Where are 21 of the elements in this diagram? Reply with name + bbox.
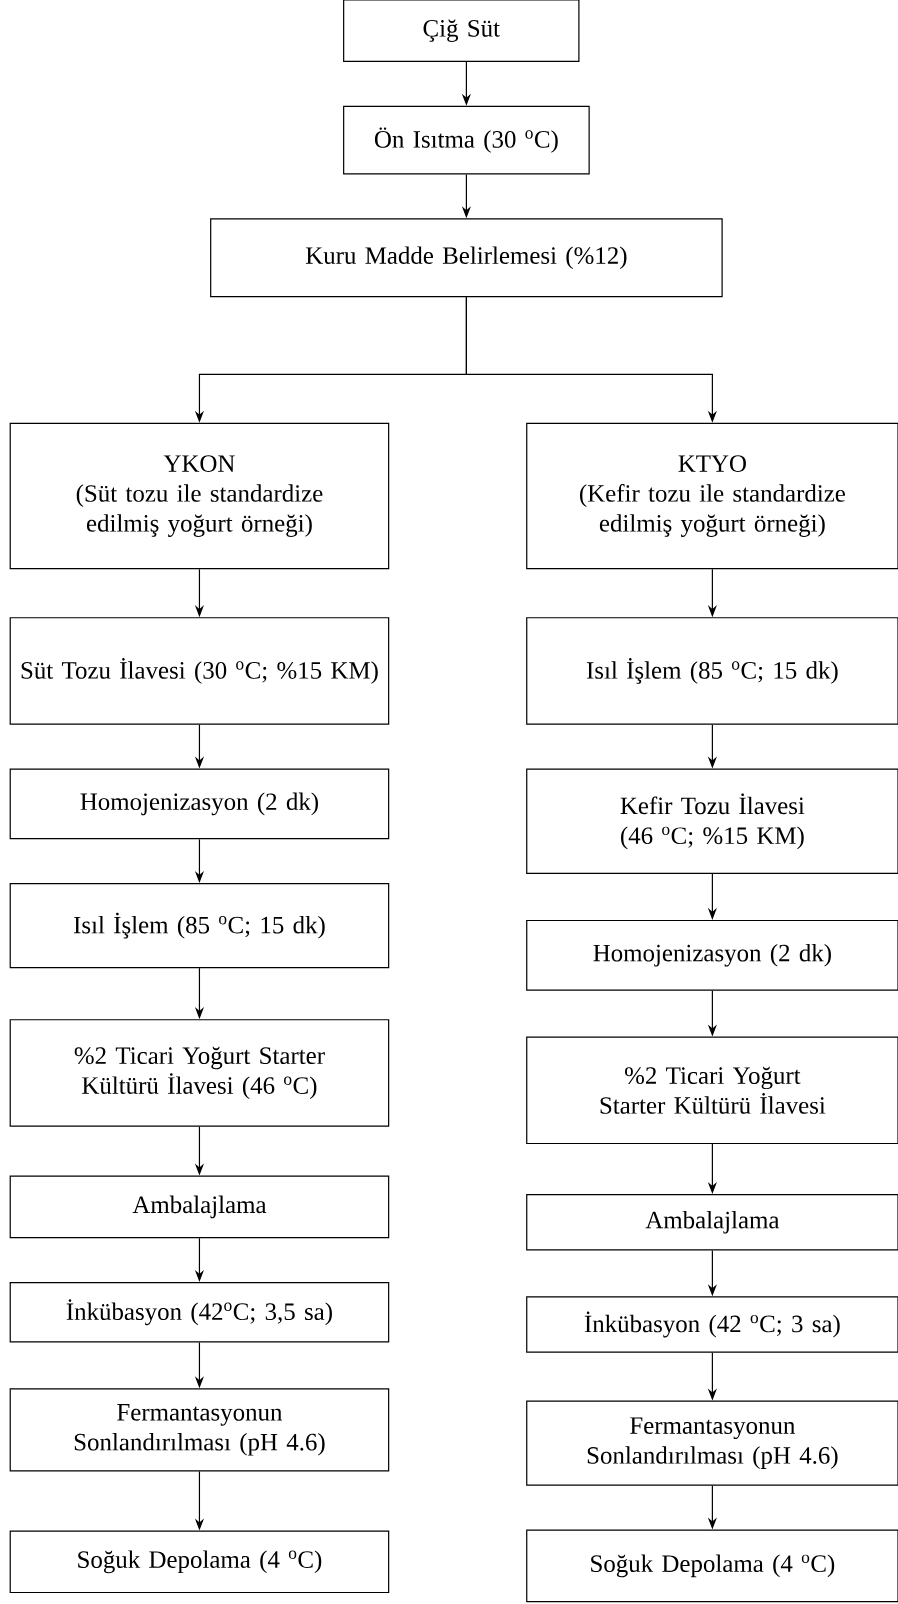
process-box: Çiğ Süt (343, 0, 580, 62)
process-box: Isıl İşlem (85 $^{o}$C; 15 dk) (526, 617, 898, 725)
process-box: Soğuk Depolama (4 $^{o}$C) (526, 1529, 898, 1603)
process-box: Homojenizasyon (2 dk) (526, 919, 898, 991)
process-box: YKON (Süt tozu ile standardize edilmiş yoğurt örneği) (9, 422, 390, 570)
process-box: Kuru Madde Belirlemesi (%12) (210, 218, 723, 298)
process-box: Fermantasyonun Sonlandırılması (pH 4.6) (526, 1400, 898, 1486)
process-box: Ambalajlama (9, 1175, 390, 1239)
process-box: Ön Isıtma (30 $^{o}$C) (343, 105, 590, 175)
process-box: %2 Ticari Yoğurt Starter Kültürü İlavesi (46 $^{o}$C) (9, 1019, 390, 1127)
process-box: İnkübasyon (42$^{o}$C; 3,5 sa) (9, 1282, 390, 1343)
process-box: Homojenizasyon (2 dk) (9, 768, 390, 840)
process-box: Soğuk Depolama (4 $^{o}$C) (9, 1530, 390, 1594)
process-box: Fermantasyonun Sonlandırılması (pH 4.6) (9, 1388, 390, 1472)
process-box: Isıl İşlem (85 $^{o}$C; 15 dk) (9, 883, 390, 969)
process-box: Kefir Tozu İlavesi (46 $^{o}$C; %15 KM) (526, 768, 898, 875)
process-box: %2 Ticari Yoğurt Starter Kültürü İlavesi (526, 1036, 898, 1145)
process-box: Ambalajlama (526, 1194, 898, 1251)
process-box: KTYO (Kefir tozu ile standardize edilmiş yoğurt örneği) (526, 422, 898, 570)
process-box: İnkübasyon (42 $^{o}$C; 3 sa) (526, 1296, 898, 1353)
process-box: Süt Tozu İlavesi (30 $^{o}$C; %15 KM) (9, 617, 390, 725)
